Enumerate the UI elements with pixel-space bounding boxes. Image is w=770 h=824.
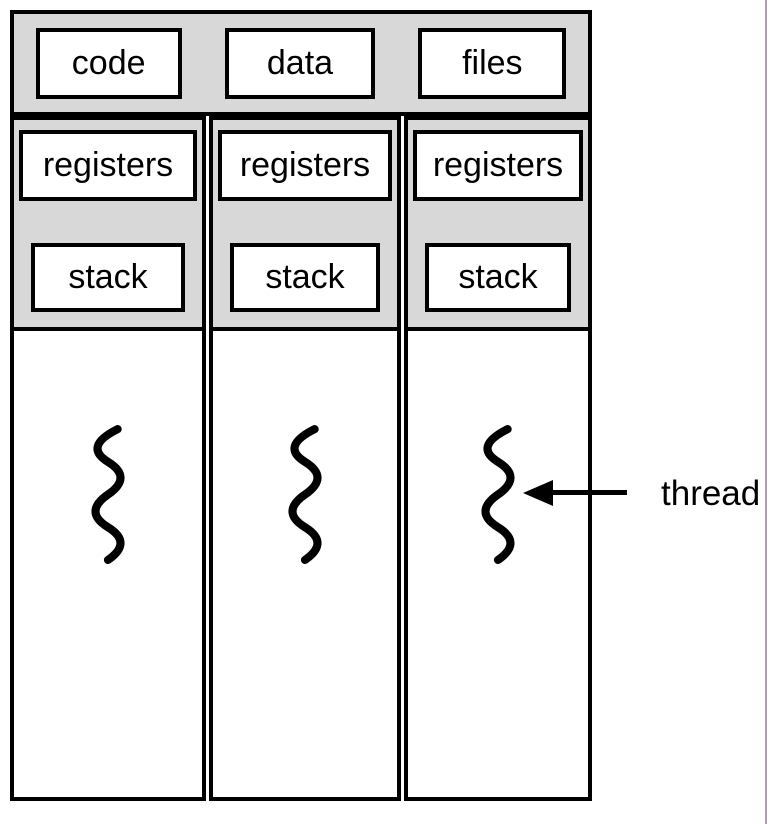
page-edge-line xyxy=(765,0,767,824)
stack-label: stack xyxy=(458,258,538,296)
stack-box-2: stack xyxy=(230,243,380,312)
data-label: data xyxy=(266,43,334,82)
files-label: files xyxy=(462,43,523,82)
thread-column-2: registers stack xyxy=(209,116,401,801)
code-box: code xyxy=(35,27,182,99)
thread-column-1-private-area: registers stack xyxy=(14,120,202,331)
thread-column-3-private-area: registers stack xyxy=(408,120,588,331)
left-arrow-head-icon xyxy=(523,480,553,506)
thread-squiggle-icon xyxy=(481,425,515,565)
stack-label: stack xyxy=(265,258,345,296)
registers-label: registers xyxy=(239,146,371,184)
thread-column-3-body xyxy=(408,331,588,797)
thread-column-2-private-area: registers stack xyxy=(213,120,397,331)
thread-column-2-body xyxy=(213,331,397,797)
registers-label: registers xyxy=(42,146,174,184)
thread-column-1-body xyxy=(14,331,202,797)
thread-column-3: registers stack xyxy=(404,116,592,801)
data-box: data xyxy=(224,27,375,99)
registers-box-2: registers xyxy=(218,130,392,201)
stack-label: stack xyxy=(68,258,148,296)
left-arrow-icon xyxy=(551,490,627,495)
shared-resources-band: code data files xyxy=(10,10,592,116)
registers-box-3: registers xyxy=(413,130,583,201)
thread-column-1: registers stack xyxy=(10,116,206,801)
files-box: files xyxy=(418,27,567,99)
stack-box-1: stack xyxy=(31,243,185,312)
registers-label: registers xyxy=(432,146,564,184)
thread-squiggle-icon xyxy=(91,425,125,565)
code-label: code xyxy=(71,43,146,82)
stack-box-3: stack xyxy=(425,243,571,312)
thread-squiggle-icon xyxy=(288,425,322,565)
thread-callout-label: thread xyxy=(661,474,761,513)
registers-box-1: registers xyxy=(19,130,197,201)
